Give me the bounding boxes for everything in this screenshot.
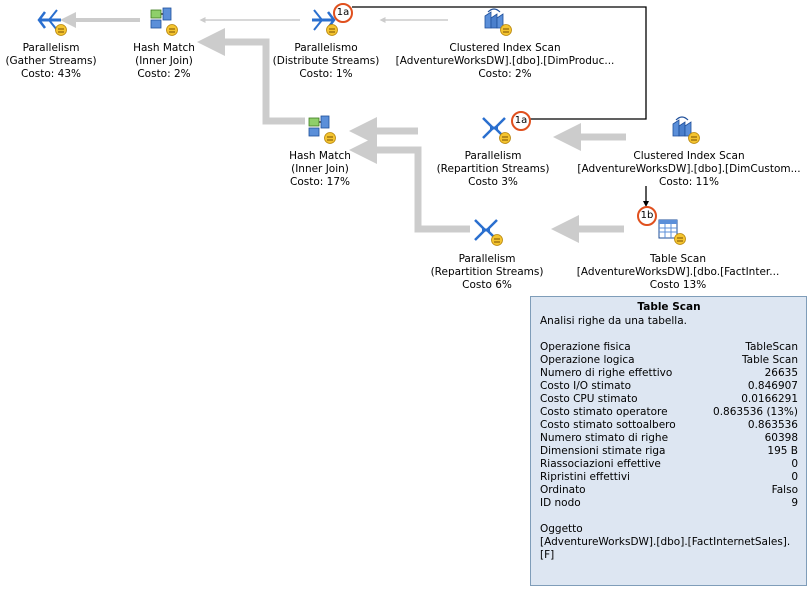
- node-name: Parallelism: [458, 253, 516, 265]
- link-hash2-to-hash1: [197, 28, 305, 125]
- node-cost: Costo 6%: [462, 279, 512, 291]
- node-cost: Costo: 11%: [659, 176, 719, 188]
- node-subtitle: (Repartition Streams): [436, 163, 550, 175]
- property-value: 0.863536: [747, 419, 798, 431]
- link-repartition2-to-hash2: [349, 136, 470, 233]
- hash-match-icon: [148, 6, 180, 38]
- tooltip-row: ID nodo 9: [540, 497, 798, 510]
- tooltip-object-label: Oggetto: [540, 523, 583, 535]
- parallelism-gather-icon: [35, 6, 67, 38]
- plan-node-gather-streams[interactable]: Parallelism (Gather Streams) Costo: 43%: [0, 6, 102, 80]
- parallelism-distribute-icon: [308, 6, 340, 38]
- property-name: Operazione logica: [540, 354, 635, 366]
- node-name: Clustered Index Scan: [633, 150, 745, 162]
- dependency-line-1a: [352, 6, 647, 120]
- node-name: Table Scan: [649, 253, 707, 265]
- clustered-index-scan-icon: [670, 114, 702, 146]
- property-name: Ripristini effettivi: [540, 471, 630, 483]
- tooltip-title: Table Scan: [637, 301, 701, 313]
- property-name: Ordinato: [540, 484, 586, 496]
- node-subtitle: [AdventureWorksDW].[dbo].[DimCustom...: [577, 163, 801, 175]
- tooltip-row: Costo stimato sottoalbero 0.863536: [540, 419, 798, 432]
- tooltip-row: Costo CPU stimato 0.0166291: [540, 393, 798, 406]
- node-cost: Costo: 17%: [290, 176, 350, 188]
- tooltip-row: Ripristini effettivi 0: [540, 471, 798, 484]
- node-cost: Costo: 2%: [137, 68, 191, 80]
- property-value: 0.846907: [747, 380, 798, 392]
- plan-node-clustered-index-scan-customer[interactable]: Clustered Index Scan [AdventureWorksDW].…: [576, 114, 802, 188]
- plan-node-table-scan[interactable]: Table Scan [AdventureWorksDW].[dbo.[Fact…: [572, 216, 784, 296]
- badge-1a-middle: 1a: [511, 111, 531, 131]
- property-value: 9: [791, 497, 798, 509]
- tooltip-row: Costo stimato operatore 0.863536 (13%): [540, 406, 798, 419]
- hash-match-icon: [306, 114, 338, 146]
- property-value: 0: [791, 458, 798, 470]
- plan-node-hash-match-2[interactable]: Hash Match (Inner Join) Costo: 17%: [276, 114, 364, 188]
- plan-node-distribute-streams[interactable]: Parallelismo (Distribute Streams) Costo:…: [268, 6, 384, 80]
- node-subtitle: (Distribute Streams): [272, 55, 380, 67]
- plan-node-clustered-index-scan-product[interactable]: Clustered Index Scan [AdventureWorksDW].…: [390, 6, 620, 80]
- property-name: Costo I/O stimato: [540, 380, 632, 392]
- property-name: Numero stimato di righe: [540, 432, 669, 444]
- tooltip-description: Analisi righe da una tabella.: [540, 315, 687, 327]
- property-value: Table Scan: [741, 354, 798, 366]
- clustered-index-scan-icon: [482, 6, 514, 38]
- parallelism-repartition-icon: [472, 216, 504, 248]
- tooltip-object-value: [AdventureWorksDW].[dbo].[FactInternetSa…: [540, 536, 791, 561]
- tooltip-row: Dimensioni stimate riga 195 B: [540, 445, 798, 458]
- tooltip-row: Numero stimato di righe 60398: [540, 432, 798, 445]
- plan-node-hash-match-1[interactable]: Hash Match (Inner Join) Costo: 2%: [120, 6, 208, 80]
- node-subtitle: [AdventureWorksDW].[dbo].[DimProduc...: [395, 55, 615, 67]
- node-cost: Costo 3%: [468, 176, 518, 188]
- node-subtitle: (Gather Streams): [5, 55, 97, 67]
- property-name: Dimensioni stimate riga: [540, 445, 666, 457]
- tooltip-row: Operazione logica Table Scan: [540, 354, 798, 367]
- property-name: ID nodo: [540, 497, 581, 509]
- tooltip-row: Costo I/O stimato 0.846907: [540, 380, 798, 393]
- property-value: 0.0166291: [741, 393, 798, 405]
- operator-tooltip: Table Scan Analisi righe da una tabella.…: [530, 296, 807, 586]
- node-name: Parallelismo: [294, 42, 358, 54]
- badge-1a-top: 1a: [333, 3, 353, 23]
- node-subtitle: [AdventureWorksDW].[dbo.[FactInter...: [576, 266, 780, 278]
- node-cost: Costo 13%: [649, 279, 707, 291]
- property-value: Falso: [771, 484, 798, 496]
- property-value: TableScan: [745, 341, 798, 353]
- property-value: 60398: [764, 432, 798, 444]
- node-name: Clustered Index Scan: [449, 42, 561, 54]
- node-cost: Costo: 1%: [299, 68, 353, 80]
- node-cost: Costo: 2%: [478, 68, 532, 80]
- property-name: Costo CPU stimato: [540, 393, 638, 405]
- tooltip-properties: Operazione fisica TableScan Operazione lo…: [540, 341, 798, 510]
- tooltip-row: Riassociazioni effettive 0: [540, 458, 798, 471]
- property-value: 195 B: [767, 445, 798, 457]
- property-name: Costo stimato operatore: [540, 406, 668, 418]
- property-value: 0.863536 (13%): [713, 406, 798, 418]
- node-subtitle: (Inner Join): [135, 55, 193, 67]
- node-cost: Costo: 43%: [21, 68, 81, 80]
- property-name: Operazione fisica: [540, 341, 631, 353]
- property-name: Numero di righe effettivo: [540, 367, 673, 379]
- node-name: Parallelism: [22, 42, 80, 54]
- node-name: Parallelism: [464, 150, 522, 162]
- property-value: 26635: [764, 367, 798, 379]
- node-name: Hash Match: [133, 42, 195, 54]
- property-value: 0: [791, 471, 798, 483]
- tooltip-row: Operazione fisica TableScan: [540, 341, 798, 354]
- tooltip-row: Ordinato Falso: [540, 484, 798, 497]
- node-subtitle: (Repartition Streams): [430, 266, 544, 278]
- property-name: Riassociazioni effettive: [540, 458, 661, 470]
- plan-node-repartition-streams-1[interactable]: Parallelism (Repartition Streams) Costo …: [430, 114, 556, 188]
- node-subtitle: (Inner Join): [291, 163, 349, 175]
- plan-node-repartition-streams-2[interactable]: Parallelism (Repartition Streams) Costo …: [424, 216, 550, 296]
- tooltip-row: Numero di righe effettivo 26635: [540, 367, 798, 380]
- node-name: Hash Match: [289, 150, 351, 162]
- property-name: Costo stimato sottoalbero: [540, 419, 676, 431]
- badge-1b: 1b: [637, 206, 657, 226]
- parallelism-repartition-icon: [480, 114, 512, 146]
- table-scan-icon: [656, 216, 688, 248]
